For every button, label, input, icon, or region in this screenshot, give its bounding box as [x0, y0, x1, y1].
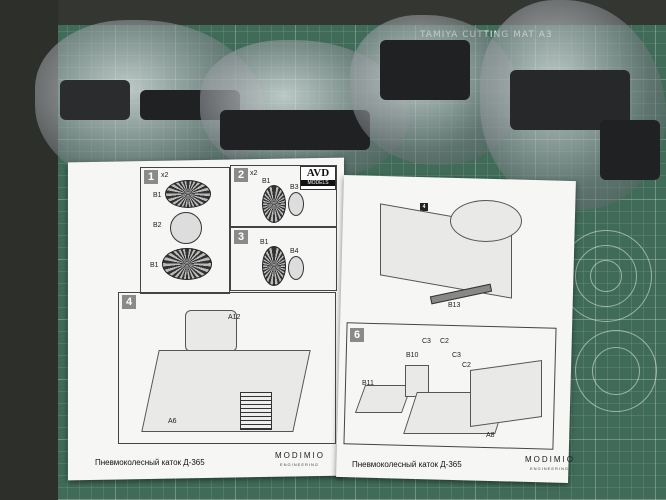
right-page-footer-title: Пневмоколесный каток Д-365	[352, 460, 462, 469]
left-page-brand-sub: ENGINEERING	[280, 462, 320, 467]
sprue-part	[600, 120, 660, 180]
step-number: 3	[234, 230, 248, 244]
side-panel-drawing	[470, 359, 542, 428]
right-page-brand-sub: ENGINEERING	[530, 466, 570, 471]
step-multiplier: x2	[161, 172, 169, 179]
step-number: 4	[420, 203, 428, 211]
part-label: B3	[290, 184, 299, 191]
part-label: B1	[260, 239, 269, 246]
step-number: 4	[122, 295, 136, 309]
mat-circle-guide	[590, 260, 622, 292]
part-label: B1	[150, 262, 159, 269]
step-3-frame	[230, 227, 337, 291]
part-label: B2	[153, 222, 162, 229]
tire-drawing	[165, 180, 211, 208]
step-1-frame	[140, 167, 230, 294]
avd-logo-subtext: MODELS	[301, 180, 335, 186]
step-number: 6	[350, 328, 364, 342]
tire-drawing	[262, 185, 286, 223]
step-multiplier: x2	[250, 170, 258, 177]
mat-circle-guide	[575, 245, 637, 307]
radiator-grille-drawing	[240, 392, 272, 430]
sprue-part	[380, 40, 470, 100]
part-label: B1	[262, 178, 271, 185]
part-label: A6	[168, 418, 177, 425]
part-label: B11	[362, 380, 374, 387]
sprue-part	[60, 80, 130, 120]
part-label: B10	[406, 352, 419, 359]
part-label: C2	[440, 338, 449, 345]
right-page-brand: MODIMIO	[525, 455, 575, 464]
mat-circle-guide	[575, 330, 657, 412]
part-label: A12	[228, 314, 241, 321]
part-label: C3	[422, 338, 431, 345]
part-label: B13	[448, 302, 461, 309]
step-number: 2	[234, 168, 248, 182]
step-2-frame	[230, 165, 337, 227]
tire-drawing	[262, 246, 286, 286]
part-label: C3	[452, 352, 461, 359]
step-number: 1	[144, 170, 158, 184]
part-label: C2	[462, 362, 471, 369]
hub-drawing	[288, 192, 304, 216]
step-4-frame	[118, 292, 336, 444]
left-page-footer-title: Пневмоколесный каток Д-365	[95, 458, 205, 467]
part-label: A8	[486, 432, 495, 439]
avd-logo-text: AVD	[306, 167, 330, 179]
left-page-brand: MODIMIO	[275, 451, 325, 460]
tire-drawing	[162, 248, 212, 280]
mat-circle-guide	[592, 347, 640, 395]
chassis-drawing	[141, 350, 311, 432]
avd-logo: AVD MODELS	[300, 166, 336, 190]
seat-assembly-drawing	[405, 365, 429, 397]
roller-drum-drawing	[450, 200, 522, 242]
hub-drawing	[288, 256, 304, 280]
part-label: B1	[153, 192, 162, 199]
sprue-part	[220, 110, 370, 150]
hub-drawing	[170, 212, 202, 244]
part-label: B4	[290, 248, 299, 255]
